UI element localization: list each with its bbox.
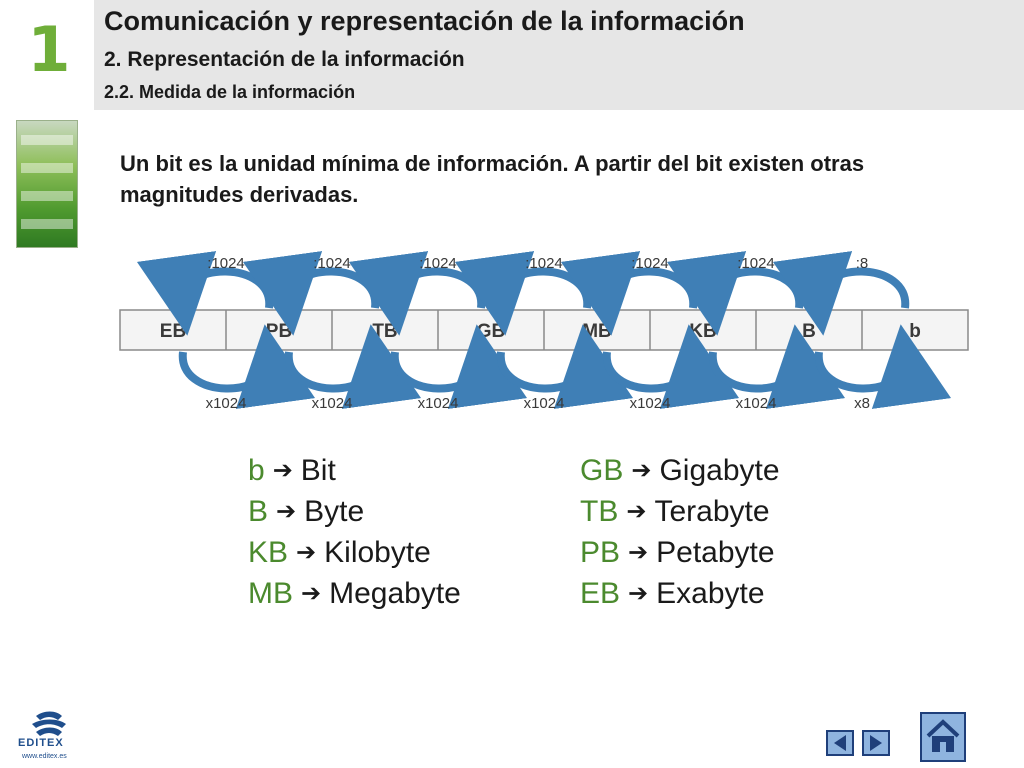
right-arrow-icon: ➔ [628, 580, 649, 607]
divide-label: :1024 [525, 255, 563, 272]
units-list-left: b➔Bit B➔Byte KB➔Kilobyte MB➔Megabyte [248, 450, 461, 614]
page-title: Comunicación y representación de la info… [104, 6, 745, 36]
unit-abbr: TB [580, 495, 619, 528]
unit-cell-label: GB [477, 321, 506, 342]
right-arrow-icon: ➔ [628, 539, 649, 566]
previous-page-button[interactable] [826, 730, 854, 756]
right-arrow-icon: ➔ [296, 539, 317, 566]
unit-abbr: EB [580, 577, 621, 610]
unit-item: GB ➔ Gigabyte [580, 450, 780, 491]
unit-cell-label: KB [689, 321, 716, 342]
multiply-label: x1024 [736, 395, 777, 412]
divide-arrow [454, 251, 592, 336]
unit-item: EB ➔ Exabyte [580, 573, 780, 614]
multiply-label: x1024 [206, 395, 247, 412]
unit-abbr: GB [580, 454, 624, 487]
unit-name: Megabyte [329, 577, 461, 610]
unit-name: Exabyte [656, 577, 765, 610]
prev-arrow-icon [834, 735, 846, 751]
divide-arrow [772, 251, 910, 336]
unit-name: Byte [304, 495, 365, 528]
unit-cell-label: MB [582, 321, 612, 342]
divide-label: :1024 [313, 255, 351, 272]
multiply-arrow [178, 324, 316, 409]
home-icon [926, 719, 960, 752]
unit-item: MB ➔ Megabyte [248, 573, 461, 614]
home-button[interactable] [920, 712, 966, 762]
editex-logo-icon [32, 711, 66, 736]
logo-url: www.editex.es [22, 753, 67, 760]
divide-label: :1024 [737, 255, 775, 272]
next-arrow-icon [870, 735, 882, 751]
chapter-number: 1 [27, 13, 71, 86]
multiply-arrow [602, 324, 740, 409]
multiply-label: x1024 [418, 395, 459, 412]
chapter-thumbnail-image [16, 120, 78, 248]
right-arrow-icon: ➔ [631, 457, 652, 484]
multiply-arrow [814, 324, 952, 409]
unit-item: KB ➔ Kilobyte [248, 532, 461, 573]
right-arrow-icon: ➔ [272, 457, 293, 484]
divide-arrow [136, 251, 274, 336]
section-subtitle: 2. Representación de la información [104, 48, 465, 71]
multiply-arrow [496, 324, 634, 409]
unit-item: B ➔ Byte [248, 491, 461, 532]
right-arrow-icon: ➔ [626, 498, 647, 525]
divide-label: :1024 [207, 255, 245, 272]
units-list-right: GB➔Gigabyte TB➔Terabyte PB➔Petabyte EB➔E… [580, 450, 780, 614]
unit-abbr: b [248, 454, 265, 487]
divide-label: :1024 [419, 255, 457, 272]
multiply-label: x1024 [524, 395, 565, 412]
intro-text: Un bit es la unidad mínima de informació… [120, 151, 865, 207]
unit-abbr: MB [248, 577, 293, 610]
unit-cell-label: TB [372, 321, 397, 342]
header-bar [94, 0, 1024, 110]
unit-cell-label: b [909, 321, 921, 342]
multiply-label: x8 [854, 395, 870, 412]
unit-name: Gigabyte [659, 454, 780, 487]
unit-item: TB ➔ Terabyte [580, 491, 780, 532]
right-arrow-icon: ➔ [276, 498, 297, 525]
divide-label: :1024 [631, 255, 669, 272]
divide-arrow [560, 251, 698, 336]
divide-arrow [242, 251, 380, 336]
unit-cell-label: EB [160, 321, 186, 342]
multiply-arrow [284, 324, 422, 409]
unit-name: Bit [300, 454, 336, 487]
unit-abbr: B [248, 495, 269, 528]
unit-name: Kilobyte [324, 536, 431, 569]
multiply-arrow [708, 324, 846, 409]
unit-item: PB ➔ Petabyte [580, 532, 780, 573]
unit-name: Terabyte [654, 495, 770, 528]
unit-cell-label: PB [266, 321, 292, 342]
unit-cell-label: B [802, 321, 816, 342]
unit-item: b ➔ Bit [248, 450, 461, 491]
multiply-arrow [390, 324, 528, 409]
right-arrow-icon: ➔ [301, 580, 322, 607]
unit-abbr: PB [580, 536, 621, 569]
next-page-button[interactable] [862, 730, 890, 756]
multiply-label: x1024 [630, 395, 671, 412]
unit-abbr: KB [248, 536, 289, 569]
divide-arrow [348, 251, 486, 336]
unit-name: Petabyte [656, 536, 775, 569]
multiply-label: x1024 [312, 395, 353, 412]
divide-arrow [666, 251, 804, 336]
divide-label: :8 [856, 255, 869, 272]
subsection-subtitle: 2.2. Medida de la información [104, 82, 356, 102]
logo-text: EDITEX [18, 737, 64, 749]
